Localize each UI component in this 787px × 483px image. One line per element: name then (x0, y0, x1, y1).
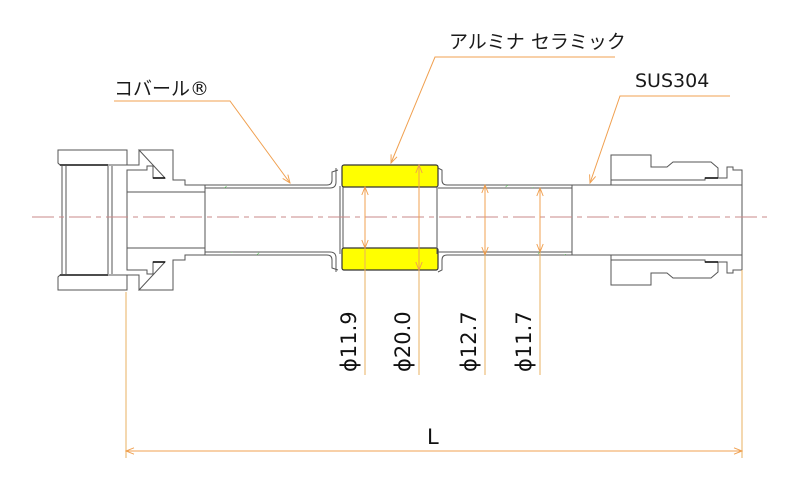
material-labels: コバール® アルミナ セラミック SUS304 (114, 31, 730, 183)
left-nut-top (57, 149, 128, 166)
sus304-fitting (572, 154, 743, 286)
dim-label-d2: ϕ20.0 (391, 311, 415, 372)
dim-label-d1: ϕ11.9 (337, 311, 361, 372)
leader-kovar (114, 100, 290, 183)
diameter-dimensions: ϕ11.9 ϕ20.0 ϕ12.7 ϕ11.7 (337, 165, 540, 375)
left-nut-bottom (57, 274, 128, 291)
dim-label-d3: ϕ12.7 (457, 311, 481, 372)
dim-label-d4: ϕ11.7 (512, 311, 536, 372)
label-kovar: コバール® (114, 78, 209, 100)
leader-alumina (391, 56, 615, 163)
sus-tube-top (572, 166, 743, 186)
alumina-ceramic (341, 164, 439, 271)
leader-sus304 (590, 95, 730, 183)
label-alumina: アルミナ セラミック (449, 31, 626, 53)
kovar-tube (205, 168, 344, 272)
length-label: L (427, 425, 439, 449)
sus-nut-top (610, 154, 719, 181)
left-fitting (57, 149, 206, 291)
sus-tube-bottom (572, 254, 743, 274)
sus-nut-bottom (610, 259, 719, 286)
label-sus304: SUS304 (635, 70, 709, 92)
overall-length-dimension: L (126, 270, 742, 458)
ceramic-bottom (341, 247, 439, 271)
right-kovar-tube (436, 167, 573, 273)
ceramic-top (341, 164, 439, 188)
